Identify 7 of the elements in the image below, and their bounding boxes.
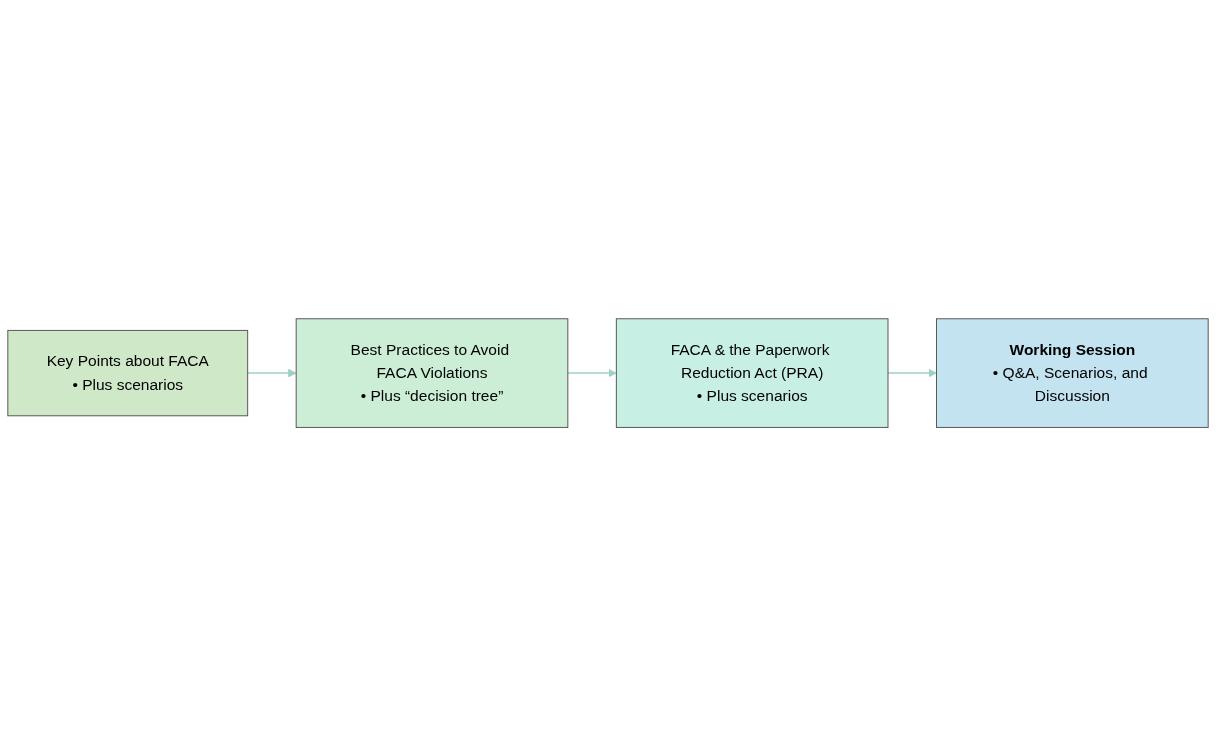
arrow: [246, 369, 297, 378]
node-box: Working Session • Q&A, Scenarios, and Discussion: [936, 318, 1209, 429]
arrow: [887, 369, 937, 378]
node-box: Best Practices to Avoid FACA Violations • Plus “decision tree”: [295, 318, 569, 429]
arrow: [567, 369, 617, 378]
node-box: FACA & the Paperwork Reduction Act (PRA) • Plus scenarios: [615, 318, 889, 429]
node-box: Key Points about FACA • Plus scenarios: [7, 330, 249, 417]
